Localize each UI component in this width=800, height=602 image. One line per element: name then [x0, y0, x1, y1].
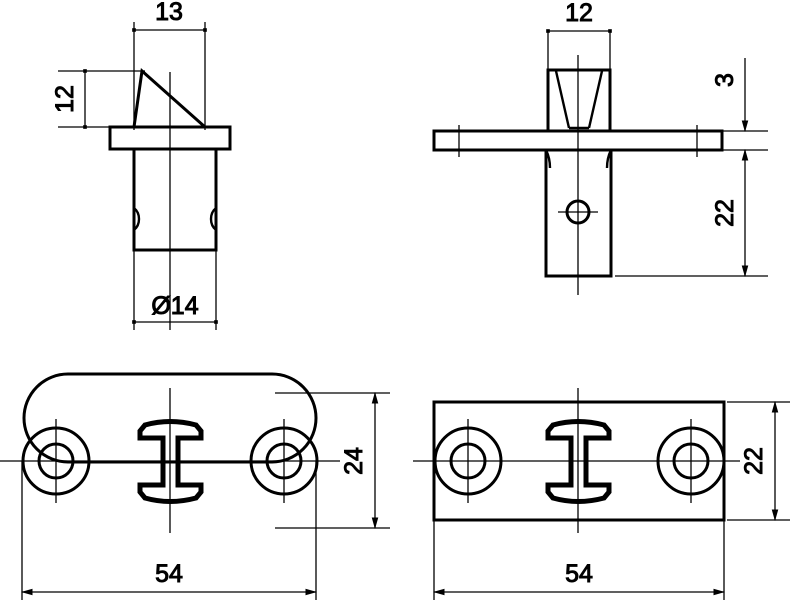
view-plan-oval-plate: 24 54	[0, 372, 390, 600]
dim-label-22-top-right: 22	[711, 199, 739, 227]
shank-fillet-right	[605, 149, 613, 169]
oval-plate-outline	[22, 372, 318, 464]
dim-label-12-horizontal: 12	[565, 0, 593, 27]
i-slot-rect-plate	[545, 419, 612, 504]
slot-taper-right	[587, 70, 604, 129]
shank-body-left	[132, 149, 218, 252]
dim-label-22-bottom-right: 22	[740, 447, 768, 475]
flange-plate-right	[432, 129, 724, 152]
dim-label-54-left: 54	[155, 560, 183, 588]
dim-label-3: 3	[711, 73, 739, 87]
view-plan-rect-plate: 22 54	[413, 388, 790, 600]
slot-taper-left	[554, 70, 571, 129]
view-front-elevation-left: 13 12 Ø14	[51, 0, 232, 330]
view-side-elevation-right: 12 3 22	[432, 0, 768, 295]
shank-body-right	[544, 150, 613, 278]
head-block-right	[546, 68, 612, 131]
dim-label-diameter-14: Ø14	[151, 292, 198, 320]
dim-label-13: 13	[155, 0, 183, 26]
i-slot-oval-plate	[137, 419, 204, 504]
shank-notch-left	[133, 207, 141, 231]
shank-notch-right	[209, 207, 217, 231]
flange-plate-left	[108, 125, 232, 151]
dim-label-24: 24	[340, 447, 368, 475]
dim-label-12-vertical: 12	[51, 85, 79, 113]
dim-label-54-right: 54	[565, 560, 593, 588]
shank-fillet-left	[544, 149, 552, 169]
